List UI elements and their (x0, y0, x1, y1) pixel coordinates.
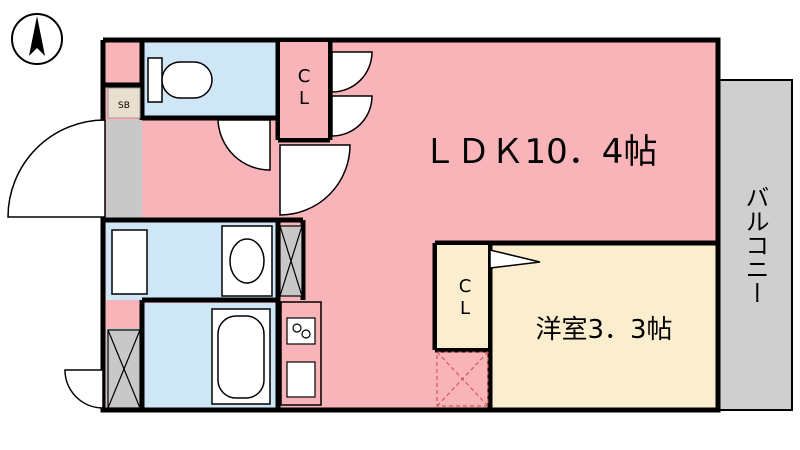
washing-machine-space (111, 229, 148, 295)
door-swings (7, 51, 541, 409)
closet-ldk-label-l: L (299, 88, 309, 109)
outer-walls (100, 37, 721, 413)
compass-north-arrow-icon (11, 13, 63, 65)
pipe-space-x (107, 225, 303, 409)
shoebox-label: SB (118, 101, 130, 111)
balcony-area (717, 79, 793, 411)
entrance-floor (106, 120, 142, 218)
closet-western-label-c: C (459, 276, 472, 297)
stove-icon (286, 317, 316, 345)
western-storage-x (436, 351, 489, 407)
ldk-room-label: ＬＤＫ10．4帖 (423, 132, 658, 172)
closet-ldk-label-c: C (298, 66, 311, 87)
interior-walls (103, 40, 718, 410)
closet-western (437, 245, 488, 348)
toilet-fixture (147, 57, 213, 103)
kitchen-sink (286, 361, 316, 398)
closet-western-label-l: L (460, 298, 470, 319)
balcony-label: バルコニー (741, 185, 769, 305)
western-room (490, 243, 718, 410)
shoebox (107, 87, 141, 119)
closet-ldk (280, 42, 328, 138)
wash-basin (221, 225, 273, 297)
bathtub (211, 308, 271, 405)
western-room-label: 洋室3．3帖 (535, 315, 672, 345)
